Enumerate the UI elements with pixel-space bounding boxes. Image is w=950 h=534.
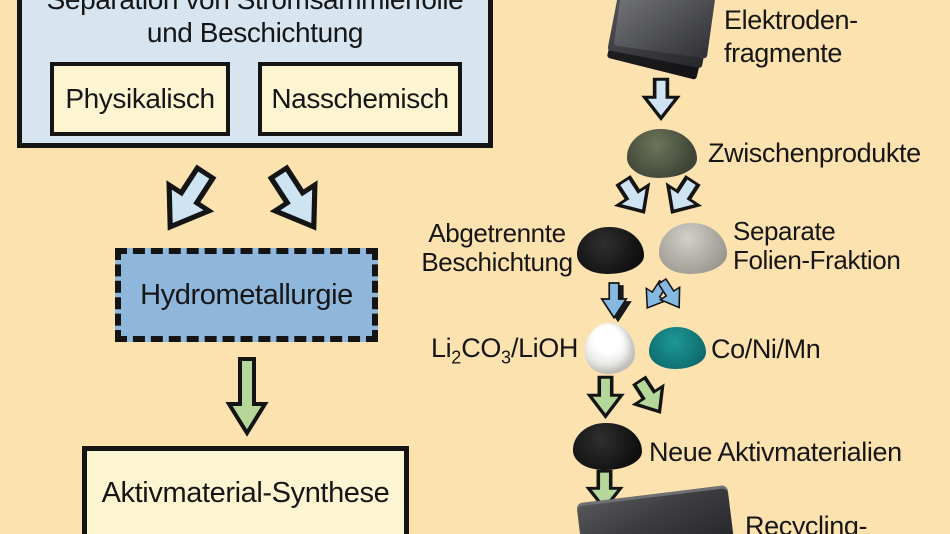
arrow-coating-to-products-icon bbox=[599, 281, 629, 321]
separation-title: Separation von Stromsammlerfolie und Bes… bbox=[22, 0, 488, 49]
electrode-fragments-photo bbox=[606, 0, 718, 81]
coating-fraction-label: Abgetrennte Beschichtung bbox=[421, 218, 573, 277]
electrode-fragments-label: Elektroden- fragmente bbox=[724, 5, 858, 68]
separation-title-line2: und Beschichtung bbox=[146, 17, 364, 48]
arrow-split-left-icon bbox=[604, 167, 664, 226]
arrow-separation-to-hydro-left-icon bbox=[143, 154, 232, 248]
new-active-materials-label: Neue Aktivmaterialien bbox=[649, 437, 902, 467]
lithium-powder-photo bbox=[585, 323, 635, 374]
nasschemisch-label: Nasschemisch bbox=[271, 83, 449, 114]
foil-powder-photo bbox=[659, 223, 727, 274]
arrow-metals-to-new-materials-icon bbox=[622, 368, 678, 425]
hydrometallurgie-label: Hydrometallurgie bbox=[140, 278, 353, 311]
lithium-salts-label: Li2CO3/LiOH bbox=[431, 333, 578, 368]
separation-process-box: Separation von Stromsammlerfolie und Bes… bbox=[17, 0, 493, 148]
arrow-lithium-to-new-materials-icon bbox=[586, 375, 625, 420]
zwischenprodukte-label: Zwischenprodukte bbox=[708, 138, 921, 168]
separation-title-line1: Separation von Stromsammlerfolie bbox=[22, 0, 488, 16]
coating-powder-photo bbox=[577, 227, 644, 274]
aktivmaterial-synthese-box: Aktivmaterial-Synthese bbox=[82, 446, 409, 534]
metals-powder-photo bbox=[649, 327, 706, 369]
physikalisch-box: Physikalisch bbox=[50, 62, 230, 136]
crossed-arrows-icon bbox=[641, 277, 689, 321]
arrow-split-right-icon bbox=[652, 167, 712, 226]
arrow-fragments-to-intermediate-icon bbox=[641, 77, 681, 122]
aktivmaterial-synthese-label: Aktivmaterial-Synthese bbox=[101, 477, 390, 509]
new-active-materials-powder-photo bbox=[573, 423, 642, 470]
recycling-cell-label: Recycling- bbox=[745, 511, 868, 534]
nasschemisch-box: Nasschemisch bbox=[258, 62, 462, 136]
arrow-hydro-to-synthese-icon bbox=[225, 356, 269, 438]
foil-fraction-label: Separate Folien-Fraktion bbox=[733, 216, 901, 275]
arrow-separation-to-hydro-right-icon bbox=[253, 154, 342, 248]
hydrometallurgie-box: Hydrometallurgie bbox=[115, 248, 378, 342]
physikalisch-label: Physikalisch bbox=[65, 83, 215, 114]
intermediate-powder-photo bbox=[627, 129, 697, 178]
metals-label: Co/Ni/Mn bbox=[711, 334, 821, 364]
crossed-arrow-left-part bbox=[649, 272, 692, 317]
